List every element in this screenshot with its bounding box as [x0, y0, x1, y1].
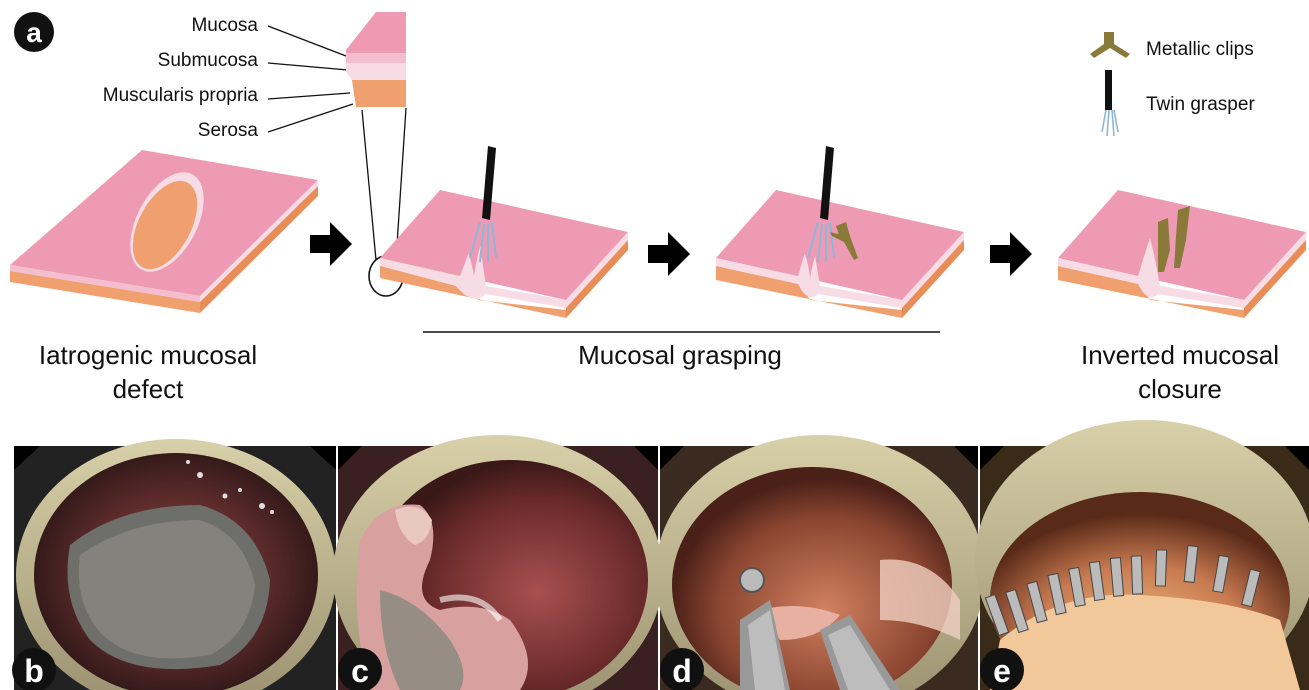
right-arrow-icon	[990, 232, 1032, 276]
block-grasping-1	[380, 190, 628, 318]
right-arrow-icon	[648, 232, 690, 276]
caption-closure-line2: closure	[1138, 374, 1222, 404]
block-defect	[10, 150, 318, 313]
right-arrow-icon	[310, 222, 352, 266]
legend-clips-label: Metallic clips	[1146, 39, 1254, 60]
panel-a-letter: a	[26, 17, 42, 48]
photo-panel-b: b	[12, 439, 336, 690]
caption-closure-line1: Inverted mucosal	[1081, 340, 1279, 370]
panel-b-letter: b	[24, 653, 44, 689]
layer-label-serosa: Serosa	[198, 120, 259, 141]
caption-defect-line1: Iatrogenic mucosal	[39, 340, 257, 370]
legend-grasper-label: Twin grasper	[1146, 94, 1255, 115]
legend: Metallic clips Twin grasper	[1090, 32, 1255, 136]
panel-a-badge: a	[14, 12, 54, 52]
photo-panel-c: c	[333, 435, 663, 690]
leader-lines	[268, 26, 353, 132]
caption-grasping: Mucosal grasping	[578, 340, 782, 370]
block-grasping-2	[716, 190, 964, 318]
layer-labels: Mucosa Submucosa Muscularis propria Sero…	[103, 15, 353, 141]
layer-label-submucosa: Submucosa	[158, 50, 259, 71]
photo-panel-d: d	[655, 435, 985, 690]
panel-c-letter: c	[351, 653, 369, 689]
metallic-clip-icon	[1090, 32, 1130, 58]
photo-panel-e: e	[975, 420, 1309, 690]
panel-d-letter: d	[672, 653, 692, 689]
caption-defect-line2: defect	[113, 374, 185, 404]
layer-label-muscularis: Muscularis propria	[103, 85, 259, 106]
panel-e-letter: e	[993, 653, 1011, 689]
stage-captions: Iatrogenic mucosal defect Mucosal graspi…	[39, 332, 1279, 404]
twin-grasper-icon	[1102, 70, 1118, 136]
layer-label-mucosa: Mucosa	[191, 15, 258, 36]
